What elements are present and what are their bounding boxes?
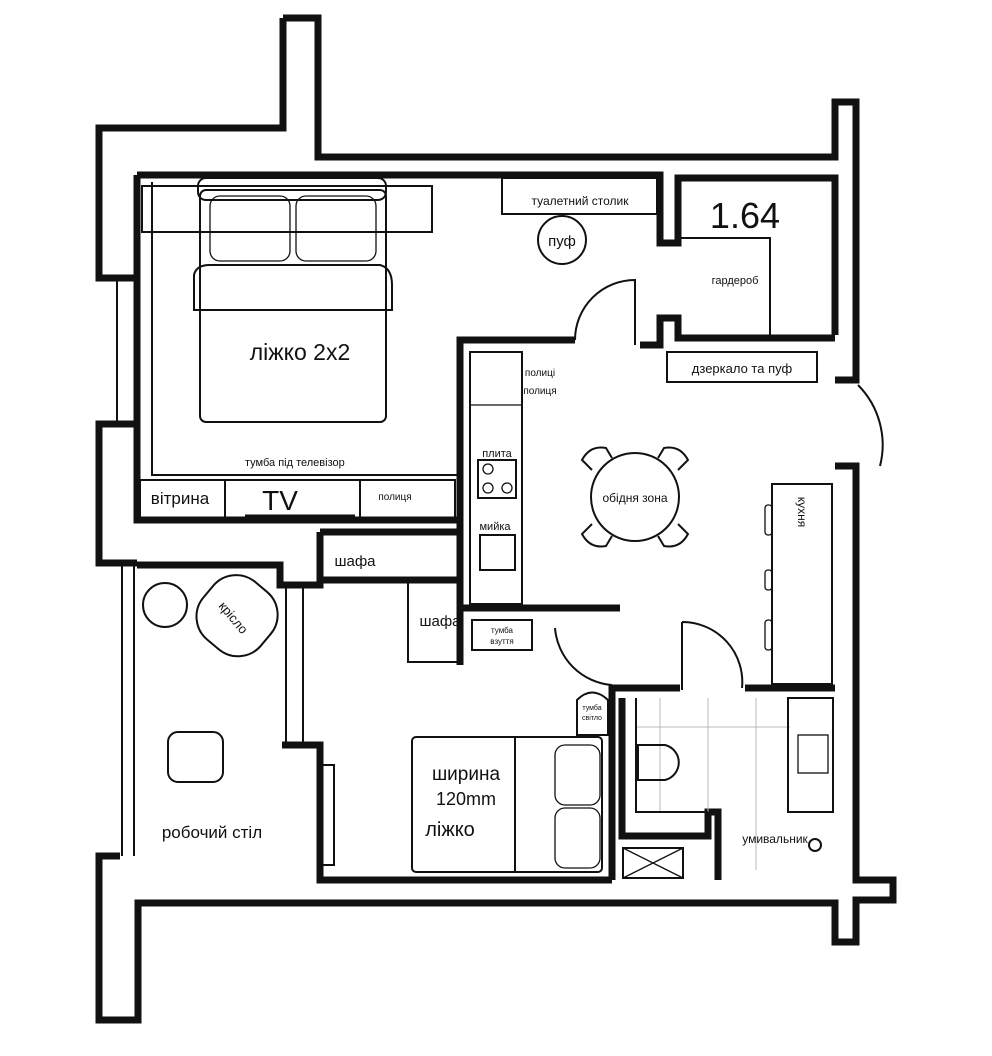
vitrina-label: вітрина	[151, 489, 210, 508]
double-bed	[199, 189, 387, 423]
study: крісло робочий стіл	[137, 532, 612, 884]
chairs	[580, 446, 690, 548]
sink	[479, 534, 516, 571]
sink-label: мийка	[479, 521, 511, 533]
shoe-cabinet	[471, 619, 533, 651]
armchair-label: крісло	[216, 599, 251, 637]
dressing-table-label: туалетний столик	[531, 194, 629, 208]
mirror-pouf	[666, 351, 818, 383]
tv-label: TV	[262, 485, 298, 516]
mirror-pouf-label: дзеркало та пуф	[692, 361, 793, 376]
toilet	[637, 744, 680, 781]
single-bed	[411, 736, 603, 873]
stove	[477, 459, 517, 499]
nightstand-label-2: світло	[582, 714, 602, 722]
kitchen-counter	[469, 351, 523, 605]
bedroom: ліжко 2x2 туалетний столик пуф 1.64 гард…	[133, 171, 839, 524]
pouf-label: пуф	[548, 233, 576, 250]
vanity	[787, 697, 834, 813]
entry-door[interactable]	[857, 384, 884, 467]
armchair	[195, 574, 279, 658]
kitchen: полиці полиця плита мийка обідня зона ку…	[456, 340, 884, 685]
small-bedroom: ширина 120mm ліжко тумба світло	[411, 691, 609, 873]
shoe-cabinet-label: тумба	[491, 626, 513, 635]
radiator	[321, 764, 335, 866]
wardrobe-room-label: гардероб	[712, 275, 759, 287]
wardrobe-label-2: шафа	[419, 613, 461, 630]
shoe-cabinet-label-2: взуття	[490, 637, 513, 646]
bed-width-label: ширина	[432, 764, 501, 785]
bathroom-door[interactable]	[554, 627, 613, 686]
dining-label: обідня зона	[602, 491, 667, 505]
shelf-label: полиця	[378, 492, 411, 503]
toilet-door[interactable]	[681, 620, 744, 690]
nightstand-label: тумба	[582, 704, 601, 712]
dressing-table	[501, 177, 658, 215]
washbasin-tap	[797, 734, 829, 774]
wardrobe	[407, 579, 459, 663]
kitchen-label: кухня	[795, 497, 809, 528]
tv-stand-label: тумба під телевізор	[245, 457, 345, 469]
desk-chair	[167, 731, 224, 783]
stove-label: плита	[482, 448, 512, 460]
bed-label: ліжко 2x2	[250, 339, 351, 365]
bedroom-door[interactable]	[574, 278, 636, 345]
wardrobe-label: шафа	[334, 553, 376, 570]
pillow	[209, 195, 291, 262]
pouf	[537, 215, 587, 265]
shelves-label-2: полиця	[523, 386, 556, 397]
washbasin-label: умивальник	[742, 832, 808, 846]
nightstand	[576, 691, 609, 736]
shelves-label: полиці	[525, 368, 555, 379]
area-label: 1.64	[710, 195, 780, 236]
headboard	[141, 185, 433, 233]
pillow	[295, 195, 377, 262]
shower	[622, 847, 684, 879]
bed-label-2: ліжко	[425, 819, 475, 841]
bathroom: умивальник	[608, 684, 835, 880]
desk-label: робочий стіл	[162, 823, 262, 842]
dining-table	[590, 452, 680, 542]
bed-size-label: 120mm	[436, 789, 496, 809]
